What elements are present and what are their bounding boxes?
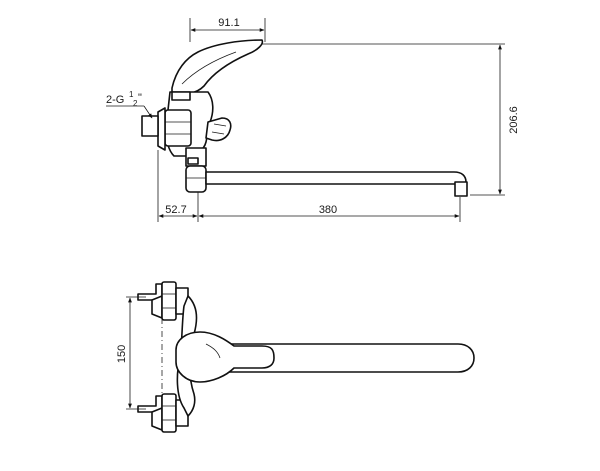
collar-mark: [187, 157, 199, 165]
height-label: 206.6: [508, 106, 520, 134]
dimension-center-distance: 150: [116, 296, 146, 410]
connection-fraction-numerator: 1: [129, 90, 134, 99]
connection-label-group: 2-G 1 2 ": [106, 90, 153, 119]
offset-label: 52.7: [165, 204, 186, 216]
spout-length-label: 380: [319, 204, 337, 216]
top-connector: [137, 281, 189, 321]
lever-top-view: [175, 331, 275, 383]
cartridge-cap: [171, 91, 191, 101]
top-view: 150: [116, 281, 475, 433]
side-view: 91.1 206.6 2-G 1 2 ": [106, 17, 520, 222]
lever-handle: [171, 39, 264, 95]
dimension-height: 206.6: [258, 43, 520, 196]
diverter-knob: [205, 117, 232, 142]
dimension-offset: 52.7: [158, 204, 198, 218]
wall-flange: [157, 107, 166, 151]
spout-swivel: [185, 165, 207, 193]
dimension-spout-length: 380: [198, 204, 460, 218]
wall-connection-pipe: [141, 115, 159, 137]
handle-width-label: 91.1: [218, 17, 239, 29]
connection-label: 2-G: [106, 94, 124, 106]
spout: [205, 171, 467, 193]
aerator: [454, 181, 468, 197]
connection-fraction-denominator: 2: [133, 99, 138, 108]
center-distance-label: 150: [116, 345, 128, 363]
wall-nut: [164, 109, 192, 147]
dimension-handle-width: 91.1: [189, 17, 266, 42]
connection-unit: ": [138, 92, 142, 104]
